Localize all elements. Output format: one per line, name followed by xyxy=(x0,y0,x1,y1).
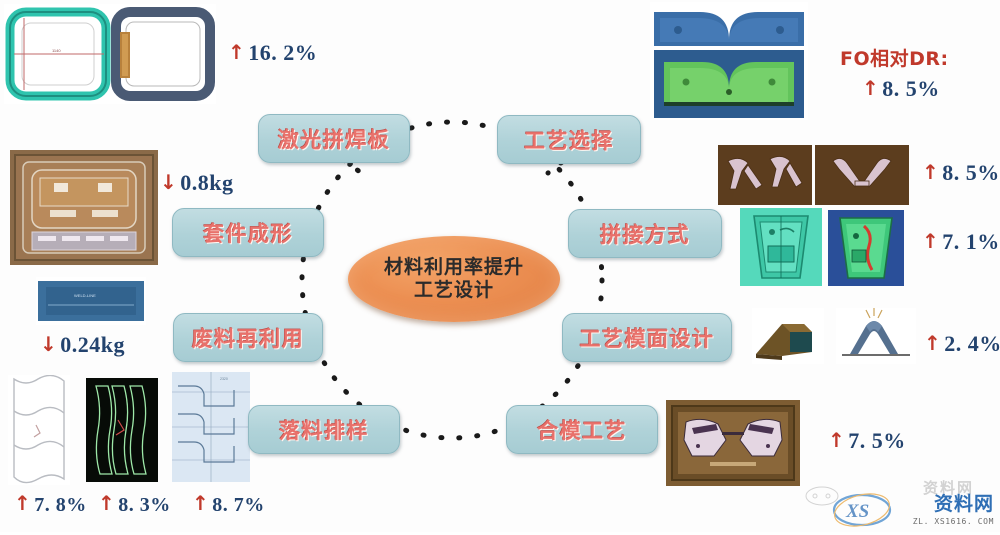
watermark: XS xyxy=(800,480,996,530)
thumbnail-mold-pair-brown xyxy=(666,400,800,486)
stat-bottom-1: ↑7. 8% xyxy=(14,491,87,517)
thumbnail-nesting-outline xyxy=(8,375,70,485)
stat-top-left: ↑16. 2% xyxy=(228,40,317,66)
stat-fo-dr-title: FO相对DR: xyxy=(840,48,949,70)
arrow-up-icon: ↑ xyxy=(922,160,940,184)
stat-value: 0.24kg xyxy=(60,332,126,357)
center-node: 材料利用率提升 工艺设计 xyxy=(348,236,560,322)
arrow-up-icon: ↑ xyxy=(862,76,880,100)
arrow-up-icon: ↑ xyxy=(192,491,210,515)
arrow-up-icon: ↑ xyxy=(98,491,116,515)
node-splicing-method[interactable]: 拼接方式 xyxy=(568,209,722,258)
thumbnail-nesting-cad-dark xyxy=(86,378,158,482)
stat-value: 0.8kg xyxy=(180,170,234,195)
node-die-closing[interactable]: 合模工艺 xyxy=(506,405,658,454)
watermark-url: ZL. XS1616. COM xyxy=(912,517,994,526)
node-laser-welded-blank[interactable]: 激光拼焊板 xyxy=(258,114,410,163)
arrow-down-icon: ↓ xyxy=(40,332,58,356)
thumbnail-splice-brown-right xyxy=(815,145,909,205)
node-blank-nesting[interactable]: 落料排样 xyxy=(248,405,400,454)
stat-value: 16. 2% xyxy=(248,40,318,65)
thumbnail-die-face-blue-green xyxy=(650,2,808,120)
thumbnail-section-brown-3d xyxy=(752,308,824,364)
arrow-down-icon: ↓ xyxy=(160,170,178,194)
center-line-2: 工艺设计 xyxy=(413,279,494,301)
watermark-ghost-text: 资料网 xyxy=(922,479,974,497)
stat-value: 8. 7% xyxy=(212,494,265,516)
svg-text:2320: 2320 xyxy=(220,377,228,381)
thumbnail-nesting-cad-light: 2320 xyxy=(172,372,250,482)
svg-text:XS: XS xyxy=(845,501,869,522)
node-label: 套件成形 xyxy=(203,221,293,246)
thumbnail-nesting-green-b xyxy=(828,210,904,286)
stat-value: 7. 8% xyxy=(34,494,87,516)
thumbnail-die-layout-brown xyxy=(10,150,158,265)
node-label: 废料再利用 xyxy=(191,326,305,351)
stat-die-closing: ↑7. 5% xyxy=(828,428,906,454)
node-kit-forming[interactable]: 套件成形 xyxy=(172,208,324,257)
stat-fo-dr-value: ↑8. 5% xyxy=(862,76,940,102)
arrow-up-icon: ↑ xyxy=(228,40,246,64)
watermark-site-name: 资料网 xyxy=(933,493,994,515)
thumbnail-nesting-green-a xyxy=(740,208,822,286)
node-label: 工艺选择 xyxy=(524,128,614,153)
stat-value: 8. 3% xyxy=(118,494,171,516)
thumbnail-ring-frame-pair: 1140 xyxy=(4,4,216,104)
thumbnail-blue-plate: WELD-LINE xyxy=(36,277,146,325)
thumbnail-splice-brown-left xyxy=(718,145,812,205)
node-label: 工艺模面设计 xyxy=(579,326,715,351)
stat-splice-2: ↑7. 1% xyxy=(922,229,1000,255)
svg-text:1140: 1140 xyxy=(52,48,61,53)
svg-text:WELD-LINE: WELD-LINE xyxy=(74,293,96,298)
stat-bottom-2: ↑8. 3% xyxy=(98,491,171,517)
arrow-up-icon: ↑ xyxy=(828,428,846,452)
stat-bottom-3: ↑8. 7% xyxy=(192,491,265,517)
node-label: 落料排样 xyxy=(279,418,369,443)
node-die-face-design[interactable]: 工艺模面设计 xyxy=(562,313,732,362)
stat-value: 7. 5% xyxy=(848,428,906,453)
node-label: 拼接方式 xyxy=(600,222,690,247)
stat-value: 8. 5% xyxy=(942,160,1000,185)
stat-value: 7. 1% xyxy=(942,229,1000,254)
node-scrap-reuse[interactable]: 废料再利用 xyxy=(173,313,323,362)
stat-value: 8. 5% xyxy=(882,76,940,101)
arrow-up-icon: ↑ xyxy=(14,491,32,515)
node-label: 合模工艺 xyxy=(537,418,627,443)
stat-die-face: ↑2. 4% xyxy=(924,331,1000,357)
stat-scrap-reuse: ↓0.24kg xyxy=(40,332,125,358)
center-line-1: 材料利用率提升 xyxy=(383,255,524,278)
node-label: 激光拼焊板 xyxy=(277,127,391,152)
stat-splice-1: ↑8. 5% xyxy=(922,160,1000,186)
stat-kit-forming: ↓0.8kg xyxy=(160,170,234,196)
node-process-selection[interactable]: 工艺选择 xyxy=(497,115,641,164)
arrow-up-icon: ↑ xyxy=(922,229,940,253)
arrow-up-icon: ↑ xyxy=(924,331,942,355)
stat-value: 2. 4% xyxy=(944,331,1000,356)
thumbnail-section-blue-3d xyxy=(836,308,916,364)
